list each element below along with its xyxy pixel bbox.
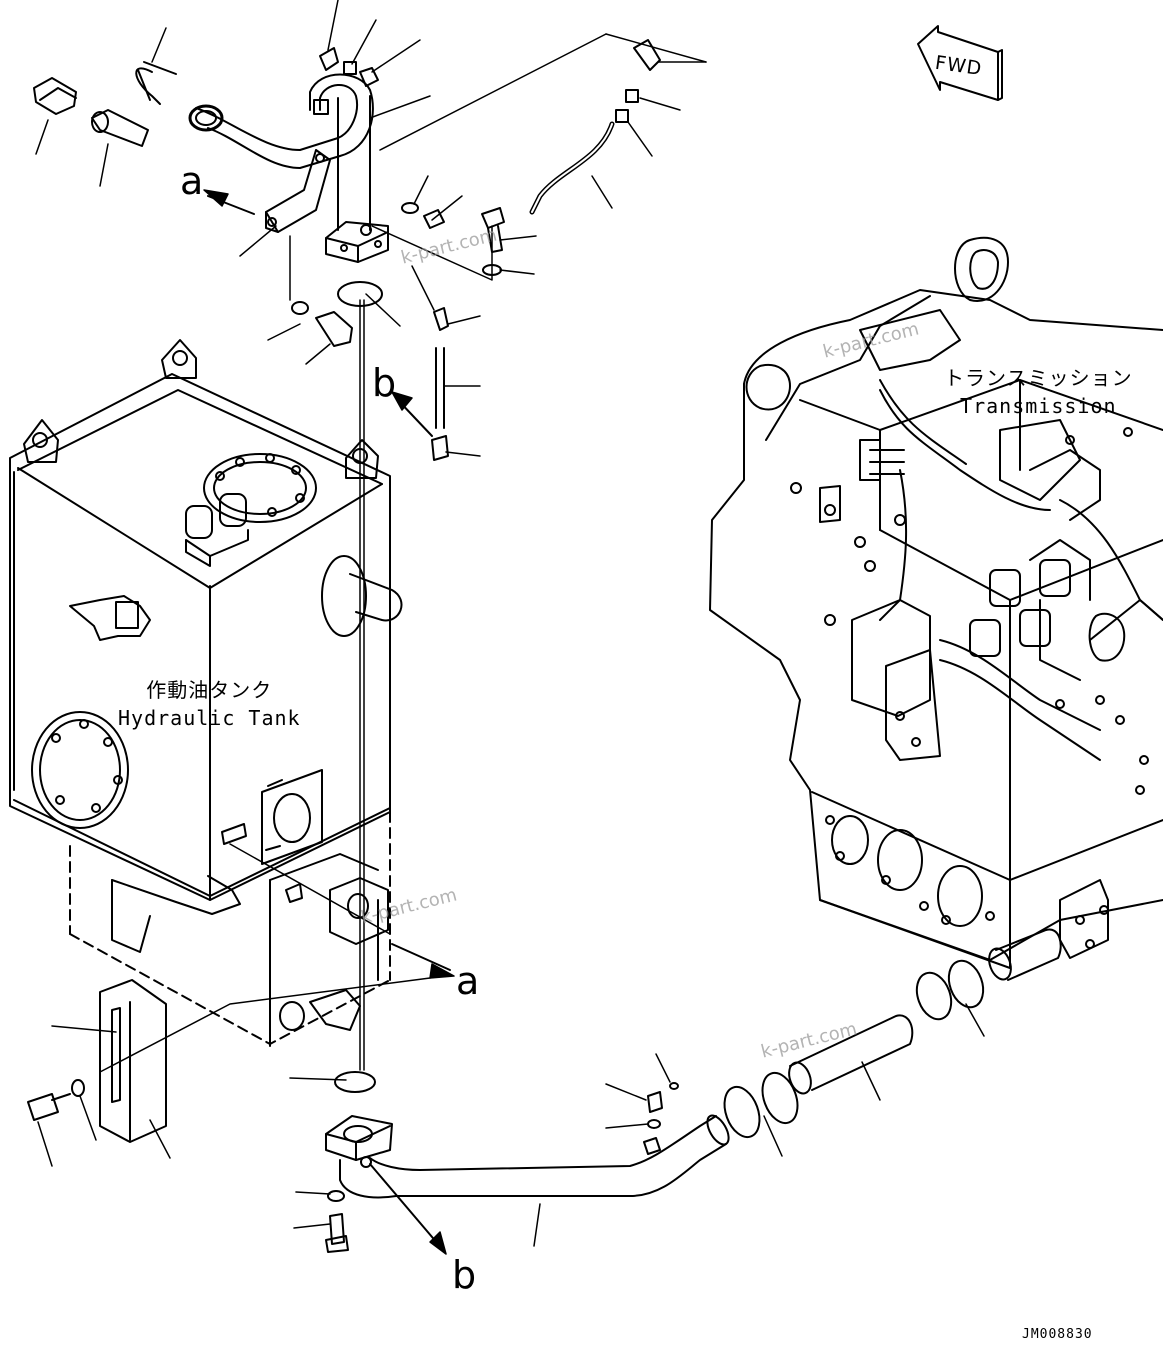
hydraulic-tank-label-jp: 作動油タンク — [146, 678, 273, 702]
view-marker-a-top: a — [180, 159, 204, 203]
hydraulic-tank-label-en: Hydraulic Tank — [118, 706, 301, 730]
pipe-bracket — [265, 149, 331, 233]
hydraulic-tank — [9, 339, 403, 1047]
transmission — [709, 236, 1163, 969]
view-marker-a-bottom: a — [456, 959, 480, 1003]
hose-top-left — [33, 61, 177, 147]
hose-right-top — [529, 39, 661, 215]
tube-b — [431, 347, 449, 461]
leader-lines-top — [35, 0, 707, 1071]
drawing-number: JM008830 — [1022, 1327, 1093, 1342]
transmission-label: トランスミッション Transmission — [944, 364, 1133, 420]
small-elbow-top — [313, 47, 379, 115]
view-marker-b-bottom: b — [452, 1253, 477, 1297]
leader-lines-bottom — [37, 943, 985, 1255]
hydraulic-tank-label: 作動油タンク Hydraulic Tank — [118, 676, 301, 732]
transmission-label-en: Transmission — [960, 394, 1117, 418]
lower-suction-pipe — [325, 1071, 730, 1253]
drain-guard — [27, 979, 167, 1143]
view-marker-b-middle: b — [372, 361, 397, 405]
upper-suction-pipe — [188, 73, 389, 263]
fwd-arrow-icon — [917, 25, 1003, 101]
transmission-label-jp: トランスミッション — [944, 366, 1133, 390]
